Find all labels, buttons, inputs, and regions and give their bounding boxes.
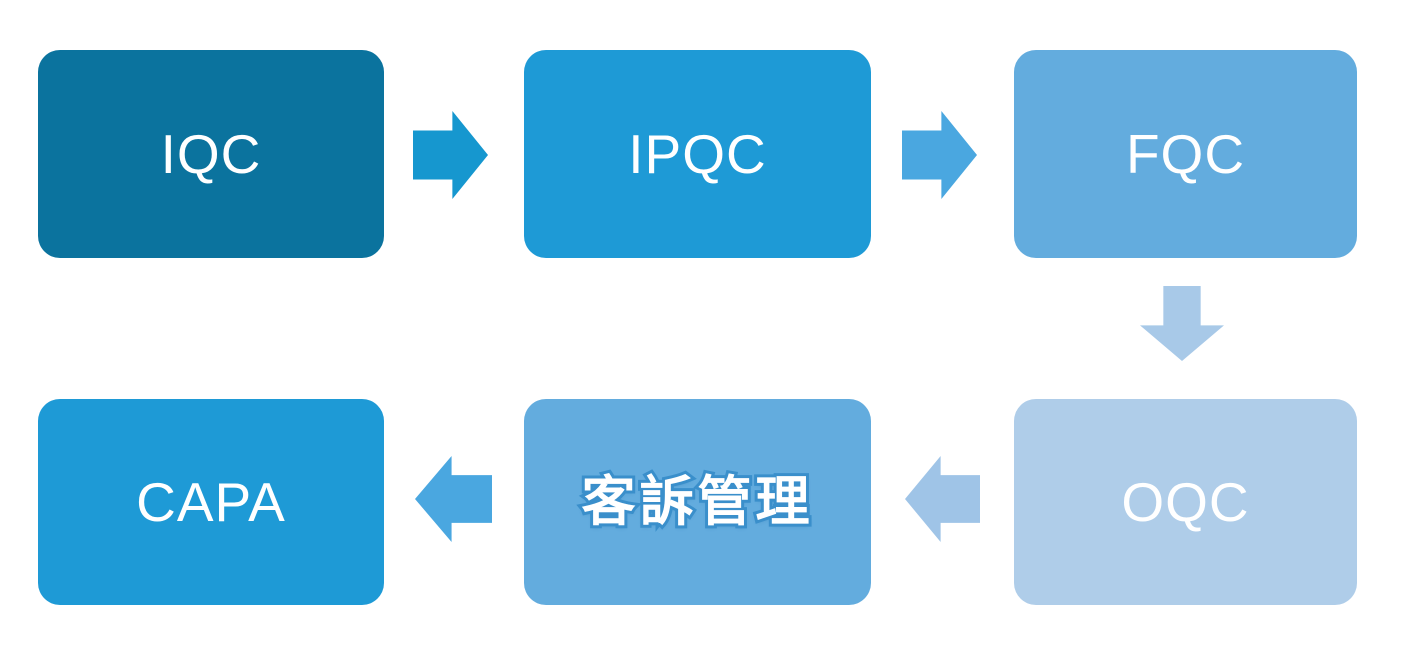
flow-box-oqc: OQC [1014, 399, 1357, 605]
arrow-right-iqc-to-ipqc-icon [413, 111, 488, 199]
arrow-right-ipqc-to-fqc-icon [902, 111, 977, 199]
flow-box-complaint-management-label: 客訴管理 客訴管理 [579, 472, 814, 532]
flow-box-oqc-label: OQC [1121, 470, 1250, 533]
arrow-left-complaint-to-capa-icon [415, 456, 492, 542]
flow-box-complaint-management: 客訴管理 客訴管理 [524, 399, 871, 605]
flow-box-capa-label: CAPA [136, 470, 286, 533]
arrow-left-oqc-to-complaint-icon [905, 456, 980, 542]
flow-box-iqc: IQC [38, 50, 384, 258]
flow-box-capa: CAPA [38, 399, 384, 605]
flow-box-fqc-label: FQC [1125, 122, 1246, 185]
flow-box-iqc-label: IQC [160, 122, 262, 185]
arrow-down-fqc-to-oqc-icon [1140, 286, 1224, 361]
flow-box-ipqc-label: IPQC [628, 122, 767, 185]
flow-box-fqc: FQC [1014, 50, 1357, 258]
flow-box-ipqc: IPQC [524, 50, 871, 258]
